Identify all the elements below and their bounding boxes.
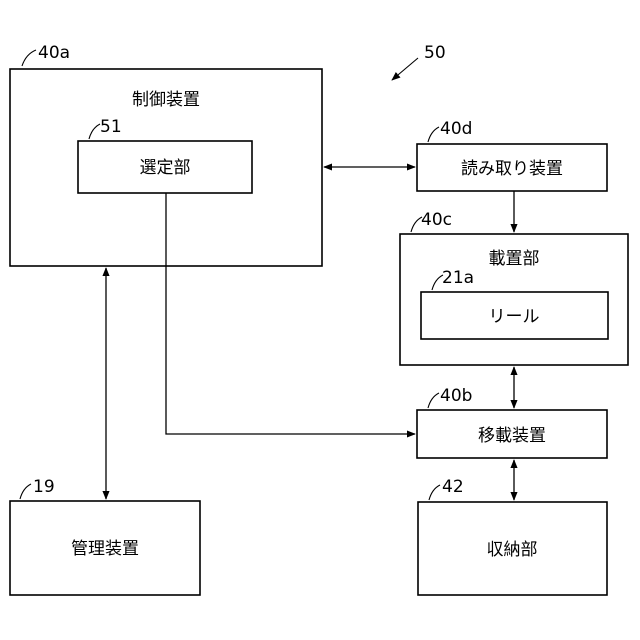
management-device-ref: 19: [33, 477, 55, 497]
control-device-label: 制御装置: [132, 90, 200, 110]
reading-device-ref: 40d: [440, 119, 472, 139]
selection-unit-ref: 51: [100, 117, 122, 137]
selection-unit-label: 選定部: [140, 158, 191, 178]
storage-unit-block: 収納部 42: [418, 477, 607, 595]
transfer-device-block: 移載装置 40b: [417, 386, 607, 458]
reading-device-leader: [428, 127, 439, 142]
reel-label: リール: [489, 307, 540, 327]
placement-unit-ref: 40c: [421, 210, 452, 230]
control-device-leader: [22, 50, 36, 66]
transfer-device-label: 移載装置: [478, 426, 546, 446]
reading-device-block: 読み取り装置 40d: [417, 119, 607, 191]
storage-unit-ref: 42: [442, 477, 464, 497]
placement-unit-label: 載置部: [489, 249, 540, 269]
management-device-label: 管理装置: [71, 539, 139, 559]
transfer-device-leader: [428, 393, 439, 408]
figure-reference-number: 50: [424, 43, 446, 63]
control-device-ref: 40a: [38, 43, 70, 63]
figure-reference: 50: [392, 43, 446, 80]
reading-device-label: 読み取り装置: [461, 159, 563, 179]
reel-ref: 21a: [442, 268, 474, 288]
management-device-block: 管理装置 19: [10, 477, 200, 595]
storage-unit-leader: [429, 485, 440, 500]
storage-unit-label: 収納部: [487, 540, 538, 560]
transfer-device-ref: 40b: [440, 386, 472, 406]
management-device-leader: [20, 484, 31, 499]
figure-reference-arrow: [392, 58, 418, 80]
placement-unit-block: 載置部 40c: [400, 210, 628, 365]
